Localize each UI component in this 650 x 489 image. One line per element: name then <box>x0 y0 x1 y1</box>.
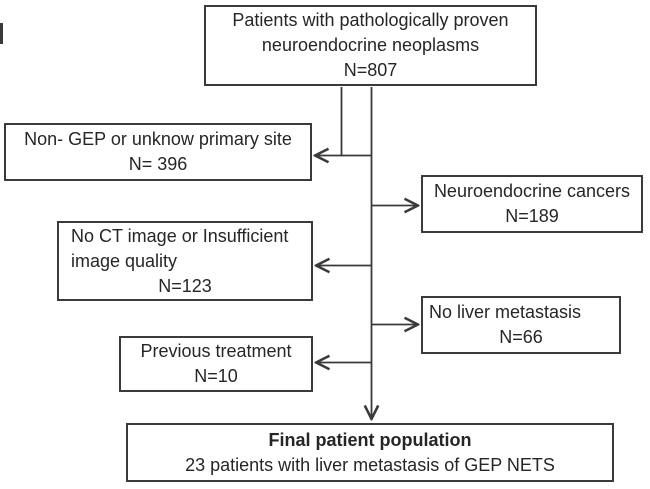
node-line: Previous treatment <box>140 341 292 361</box>
node-count: N=66 <box>499 327 543 347</box>
scan-edge-artifact <box>0 23 3 44</box>
node-line: 23 patients with liver metastasis of GEP… <box>185 454 555 475</box>
node-exclusion-no-ct-image: No CT image or Insufficient image qualit… <box>57 221 313 301</box>
node-line: Non- GEP or unknow primary site <box>24 129 292 149</box>
node-line: No liver metastasis <box>429 302 582 322</box>
node-title: Final patient population <box>268 429 472 450</box>
node-exclusion-neuroendocrine-cancers: Neuroendocrine cancers N=189 <box>421 175 643 233</box>
node-count: N=123 <box>158 275 212 296</box>
node-exclusion-previous-treatment: Previous treatment N=10 <box>119 336 313 392</box>
node-line: Neuroendocrine cancers <box>433 181 631 201</box>
node-exclusion-no-liver-metastasis: No liver metastasis N=66 <box>421 296 621 354</box>
node-count: N= 396 <box>128 154 188 174</box>
node-count: N=10 <box>194 366 238 386</box>
node-line: image quality <box>71 250 178 271</box>
node-count: N=189 <box>505 206 559 226</box>
node-source-population: Patients with pathologically proven neur… <box>204 5 537 86</box>
node-line: No CT image or Insufficient <box>71 225 289 246</box>
node-line: neuroendocrine neoplasms <box>261 35 480 55</box>
node-line: Patients with pathologically proven <box>232 10 509 30</box>
node-final-population: Final patient population 23 patients wit… <box>126 423 614 482</box>
node-count: N=807 <box>343 60 398 80</box>
node-exclusion-non-gep: Non- GEP or unknow primary site N= 396 <box>4 123 312 181</box>
